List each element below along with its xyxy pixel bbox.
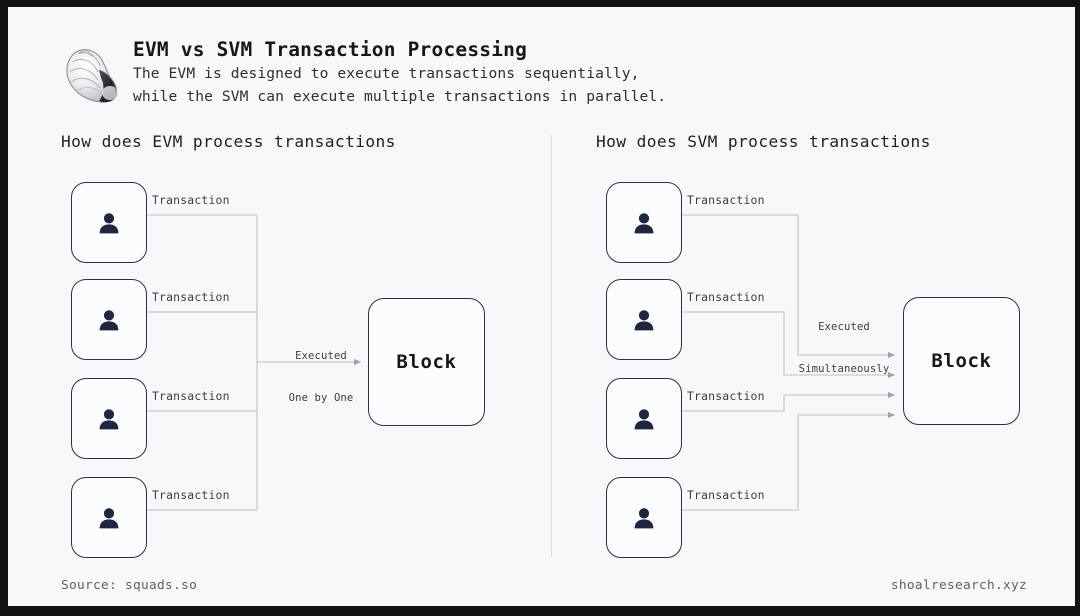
person-icon	[99, 212, 119, 233]
slide-canvas: EVM vs SVM Transaction Processing The EV…	[8, 7, 1075, 606]
subtitle-line-1: The EVM is designed to execute transacti…	[133, 65, 640, 82]
svm-edge-label-2: Transaction	[687, 290, 765, 304]
person-icon	[634, 309, 654, 330]
svm-block-box[interactable]: Block	[903, 297, 1020, 425]
footer-source: Source: squads.so	[61, 578, 198, 593]
evm-column-heading: How does EVM process transactions	[61, 132, 396, 151]
evm-edge-label-1: Transaction	[152, 193, 230, 207]
svm-user-box-3[interactable]	[606, 378, 682, 459]
svm-edge-label-3: Transaction	[687, 389, 765, 403]
subtitle-line-2: while the SVM can execute multiple trans…	[133, 87, 667, 105]
svm-execution-label-line-2: Simultaneously	[798, 363, 890, 375]
person-icon	[634, 212, 654, 233]
header-text-block: EVM vs SVM Transaction Processing The EV…	[133, 37, 933, 108]
svm-execution-label: Executed Simultaneously	[793, 292, 895, 404]
evm-block-box[interactable]: Block	[368, 298, 485, 426]
svm-column-heading: How does SVM process transactions	[596, 132, 931, 151]
svm-user-box-1[interactable]	[606, 182, 682, 263]
person-icon	[99, 309, 119, 330]
snail-shell-icon	[57, 44, 125, 106]
person-icon	[99, 507, 119, 528]
svm-user-box-4[interactable]	[606, 477, 682, 558]
evm-user-box-2[interactable]	[71, 279, 147, 360]
evm-user-box-4[interactable]	[71, 477, 147, 558]
svm-user-box-2[interactable]	[606, 279, 682, 360]
evm-edge-label-4: Transaction	[152, 488, 230, 502]
evm-execution-label-line-1: Executed	[295, 350, 347, 362]
evm-edge-label-2: Transaction	[152, 290, 230, 304]
evm-user-box-3[interactable]	[71, 378, 147, 459]
letterbox-top	[0, 0, 1080, 7]
letterbox-bottom	[0, 606, 1080, 616]
person-icon	[634, 408, 654, 429]
footer-site: shoalresearch.xyz	[890, 578, 1027, 593]
column-divider	[551, 135, 552, 557]
letterbox-right	[1075, 0, 1080, 616]
evm-execution-label-line-2: One by One	[288, 392, 354, 404]
person-icon	[634, 507, 654, 528]
svm-edge-label-1: Transaction	[687, 193, 765, 207]
letterbox-left	[0, 0, 8, 616]
svm-block-label: Block	[931, 350, 992, 372]
evm-user-box-1[interactable]	[71, 182, 147, 263]
svm-execution-label-line-1: Executed	[818, 321, 870, 333]
evm-execution-label: Executed One by One	[269, 321, 373, 433]
evm-block-label: Block	[396, 351, 457, 373]
svm-edge-label-4: Transaction	[687, 488, 765, 502]
page-title: EVM vs SVM Transaction Processing	[133, 38, 528, 61]
person-icon	[99, 408, 119, 429]
evm-edge-label-3: Transaction	[152, 389, 230, 403]
